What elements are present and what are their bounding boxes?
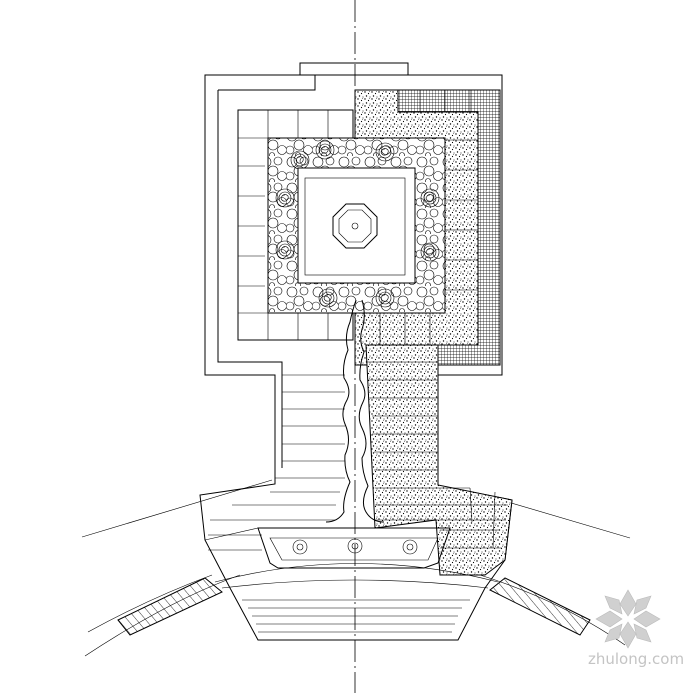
lower-platform-inner [269, 537, 439, 561]
zhulong-logo-icon [595, 589, 661, 649]
outer-outline [199, 62, 513, 641]
bottom-arc-steps [214, 563, 499, 633]
outer-arc-left-2 [87, 574, 213, 633]
right-stair-treads [366, 361, 508, 549]
octagon-fountain [332, 203, 378, 249]
central-pool [297, 167, 416, 284]
outer-arc-left [84, 574, 241, 657]
fountain-jet-icon [351, 222, 359, 230]
watermark: zhulong.com [588, 586, 685, 676]
right-stair-flight [365, 344, 513, 576]
stream-right-bank [358, 299, 385, 523]
right-hatched-wall [489, 577, 591, 636]
watermark-text: zhulong.com [588, 650, 685, 668]
stream-left-bank [325, 299, 357, 523]
right-paving-joints [379, 90, 478, 345]
central-pool-inner [304, 177, 406, 276]
left-hatched-wall [117, 577, 223, 636]
lower-platform [257, 527, 451, 569]
left-stair-flight [204, 374, 345, 551]
inner-outline [217, 75, 316, 468]
radial-line-right [507, 501, 631, 539]
spray-nozzle-icons [292, 538, 418, 555]
